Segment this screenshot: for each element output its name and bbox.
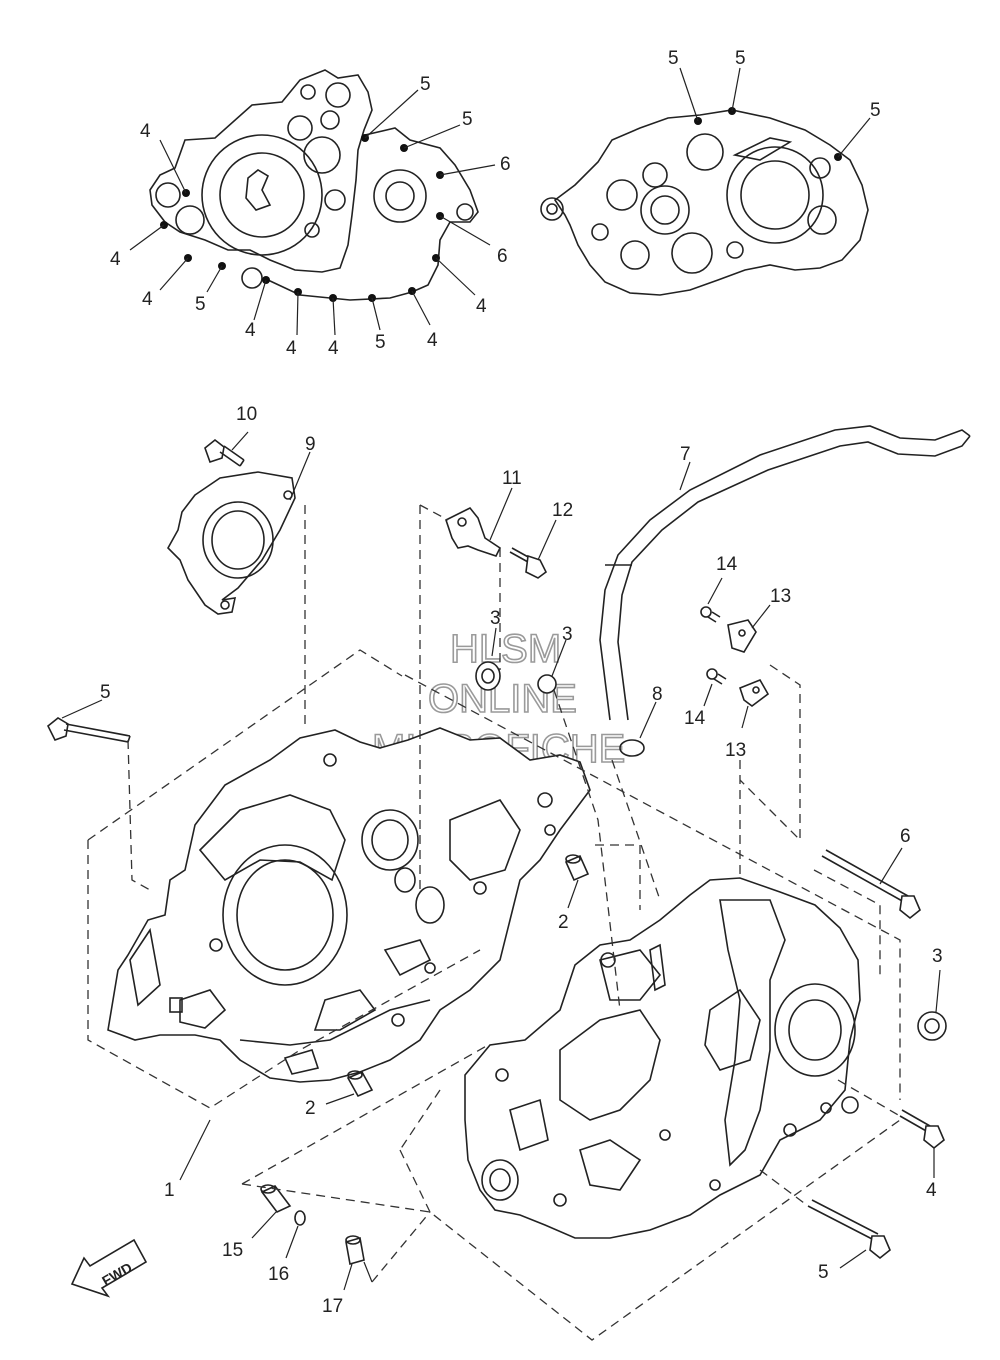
- callout-5: 5: [735, 48, 746, 69]
- callout-9: 9: [305, 434, 316, 455]
- bearing-plate-part-9: [167, 451, 311, 615]
- callout-5: 5: [100, 682, 111, 703]
- screw-part-14-lower: [703, 668, 727, 707]
- callout-4: 4: [245, 320, 256, 341]
- callout-3: 3: [490, 608, 501, 629]
- left-case-gasket-view: [149, 69, 479, 301]
- callout-6: 6: [497, 246, 508, 267]
- callout-8: 8: [652, 684, 663, 705]
- plug-part-3-lower: [537, 639, 567, 694]
- callout-3: 3: [562, 624, 573, 645]
- callout-2: 2: [305, 1098, 316, 1119]
- callout-11: 11: [502, 468, 522, 489]
- callout-4: 4: [140, 121, 151, 142]
- callout-12: 12: [552, 500, 573, 521]
- oil-seal-part-3-right: [917, 969, 947, 1041]
- callout-10: 10: [236, 404, 257, 425]
- callout-5: 5: [668, 48, 679, 69]
- callout-4: 4: [427, 330, 438, 351]
- callout-13: 13: [770, 586, 791, 607]
- bolt-part-6-right: [821, 847, 921, 920]
- bolt-part-12: [509, 519, 557, 579]
- bolt-part-5-right: [807, 1199, 891, 1269]
- bracket-part-11: [445, 487, 513, 557]
- callout-4: 4: [110, 249, 121, 270]
- right-case-bolt-dots: [679, 67, 871, 161]
- right-case-gasket-view: [540, 109, 869, 296]
- callout-labels: 5 5 6 6 4 4 4 4 4 5 4 4 5 4 5 5 5 10 9 1…: [100, 48, 943, 1317]
- callout-6: 6: [900, 826, 911, 847]
- callout-4: 4: [476, 296, 487, 317]
- right-crankcase: [464, 877, 861, 1239]
- callout-4: 4: [926, 1180, 937, 1201]
- callout-5: 5: [195, 294, 206, 315]
- callout-15: 15: [222, 1240, 243, 1261]
- callout-2: 2: [558, 912, 569, 933]
- callout-16: 16: [268, 1264, 289, 1285]
- screw-part-14-upper: [700, 577, 723, 623]
- dowel-part-15: [251, 1184, 292, 1239]
- plate-part-13-lower: [739, 678, 770, 729]
- callout-14: 14: [716, 554, 738, 575]
- callout-6: 6: [500, 154, 511, 175]
- bolt-part-10: [204, 431, 249, 467]
- callout-5: 5: [420, 74, 431, 95]
- callout-7: 7: [680, 444, 691, 465]
- left-case-bolt-dots: [129, 89, 496, 336]
- dashed-guide-lines: [87, 504, 901, 1341]
- leader-part-1: [179, 1119, 211, 1181]
- forward-direction-arrow: FWD: [70, 1238, 148, 1298]
- callout-4: 4: [142, 289, 153, 310]
- callout-3: 3: [932, 946, 943, 967]
- oring-part-16: [285, 1210, 306, 1259]
- callout-14: 14: [684, 708, 706, 729]
- callout-1: 1: [164, 1180, 175, 1201]
- watermark-line-1: HLSM: [450, 627, 561, 671]
- left-crankcase-part-1: [107, 727, 591, 1083]
- oil-seal-part-3-upper: [475, 627, 501, 691]
- dowel-part-2-upper: [564, 854, 590, 909]
- breather-hose-part-7: [599, 425, 971, 721]
- callout-5: 5: [818, 1262, 829, 1283]
- callout-17: 17: [322, 1296, 343, 1317]
- callout-5: 5: [462, 109, 473, 130]
- bolt-part-4-right: [899, 1109, 945, 1178]
- dowel-part-2-lower: [325, 1070, 374, 1105]
- callout-4: 4: [286, 338, 297, 359]
- bolt-part-5-left: [46, 699, 131, 743]
- plate-part-13-upper: [727, 604, 771, 653]
- callout-13: 13: [725, 740, 746, 761]
- callout-4: 4: [328, 338, 339, 359]
- callout-5: 5: [375, 332, 386, 353]
- collar-part-17: [343, 1235, 373, 1291]
- callout-5: 5: [870, 100, 881, 121]
- hose-clip-part-8: [619, 701, 657, 757]
